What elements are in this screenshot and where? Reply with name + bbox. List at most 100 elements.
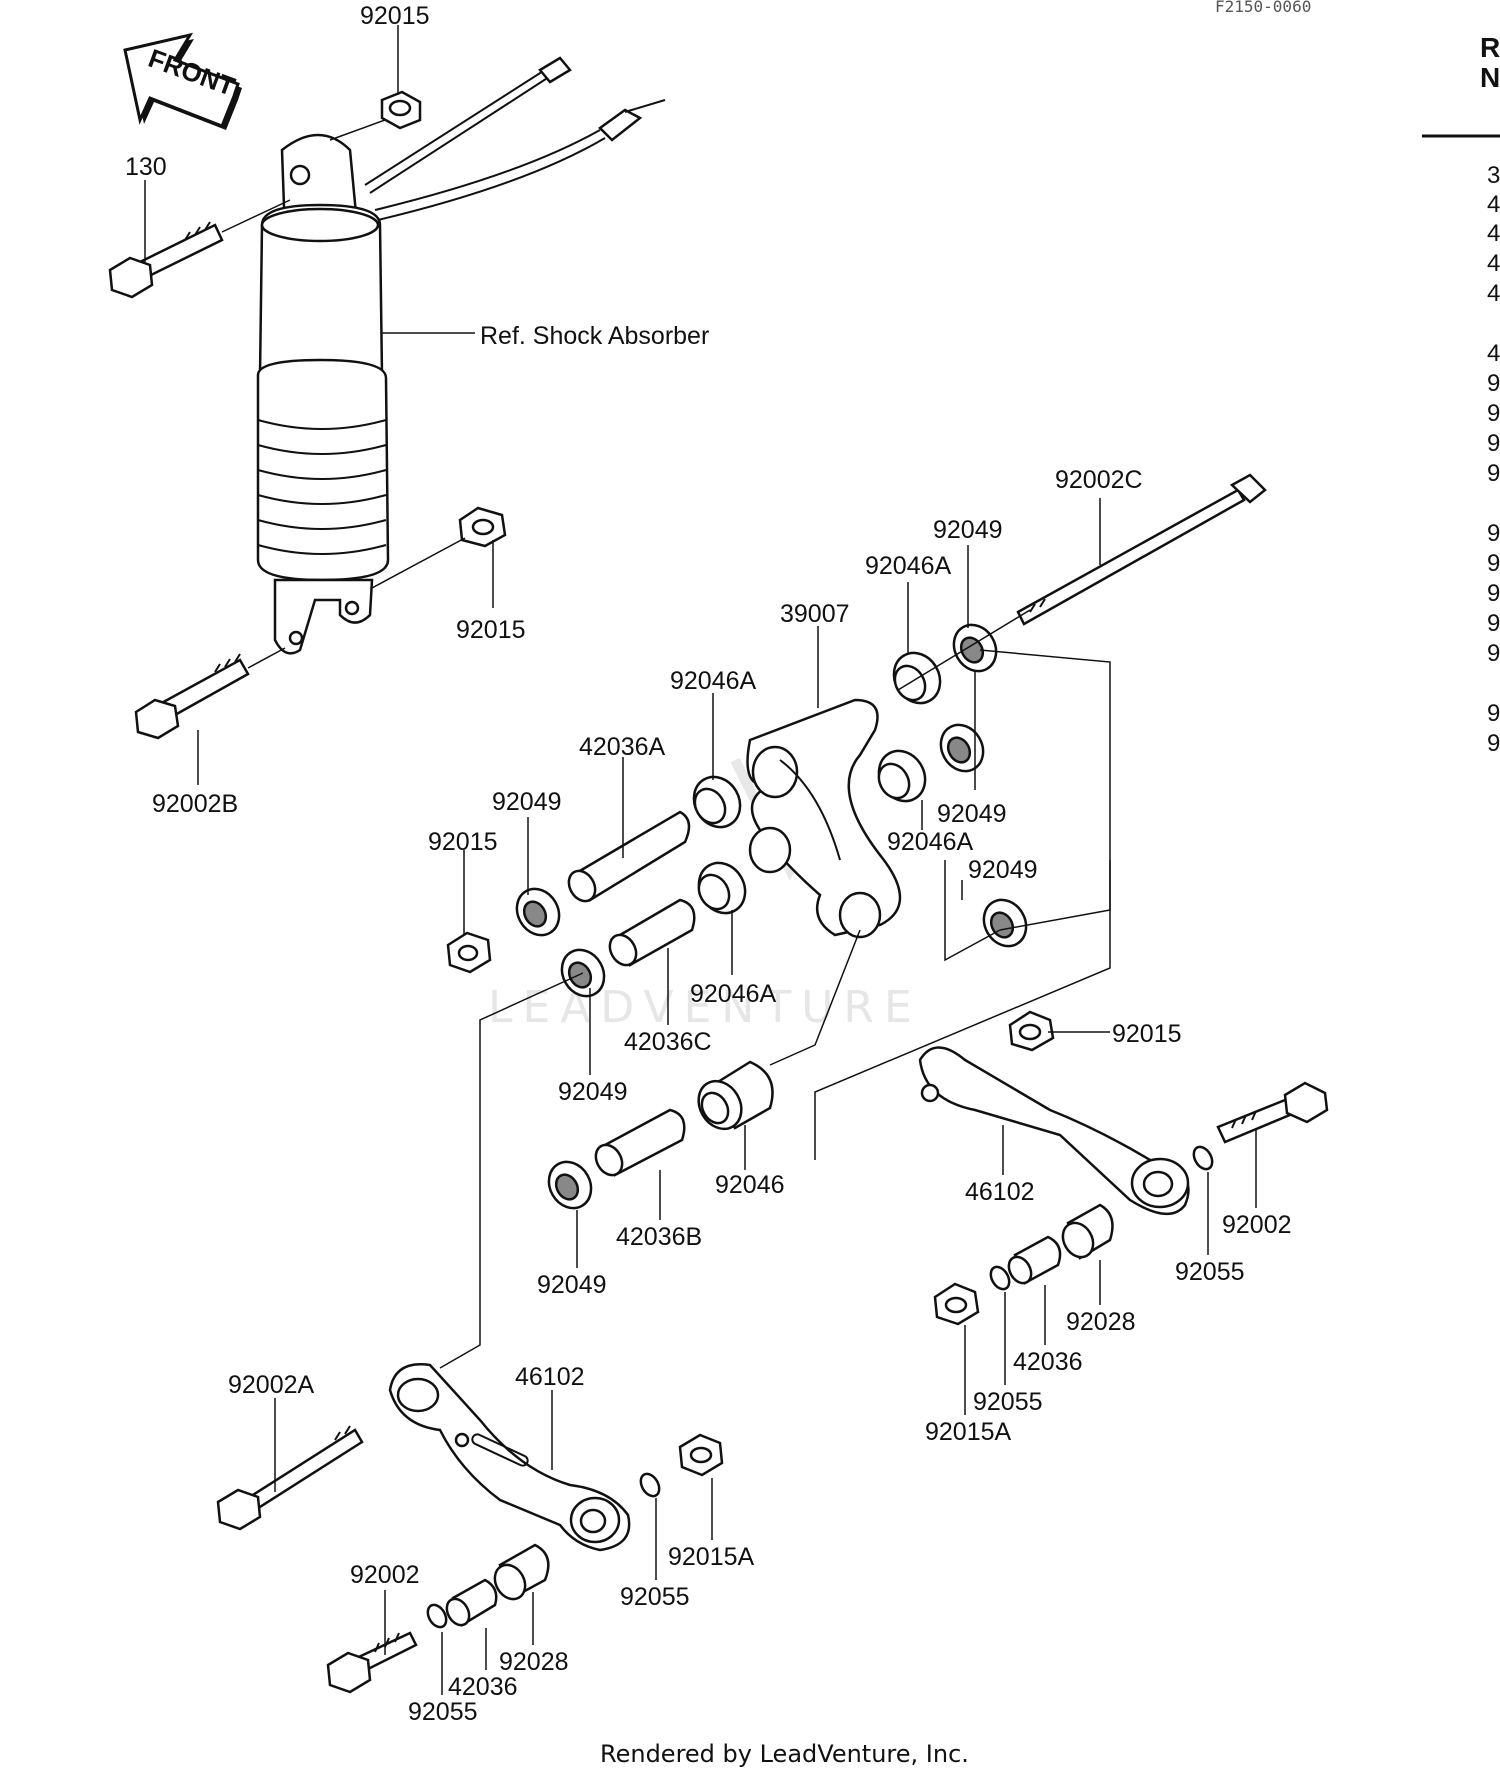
callout-92046A: 92046A xyxy=(887,828,974,856)
table-row: 9 xyxy=(1487,520,1500,547)
callout-92046A: 92046A xyxy=(690,980,777,1008)
table-row: 9 xyxy=(1487,640,1500,667)
callout-92015: 92015 xyxy=(360,2,430,30)
table-row: 3 xyxy=(1487,162,1500,189)
callout-42036B: 42036B xyxy=(616,1223,702,1251)
callout-92015: 92015 xyxy=(456,616,526,644)
diagram-code: F2150-0060 xyxy=(1215,0,1311,16)
o-ring-92055-right-lower xyxy=(989,1265,1011,1291)
callout-46102: 46102 xyxy=(515,1363,585,1391)
table-row: 9 xyxy=(1487,700,1500,727)
nut-92015A-left xyxy=(678,1433,724,1477)
callout-92002A: 92002A xyxy=(228,1371,315,1399)
shock-absorber xyxy=(256,56,666,655)
seal-92049-mid-right xyxy=(939,723,985,773)
callout-92046A: 92046A xyxy=(670,667,757,695)
table-row: 4 xyxy=(1487,280,1500,307)
bushing-92028-left xyxy=(493,1543,550,1601)
seal-92049-lower-right xyxy=(982,898,1028,948)
collar-42036-right xyxy=(1007,1235,1062,1285)
table-row: 9 xyxy=(1487,370,1500,397)
table-row: 9 xyxy=(1487,610,1500,637)
callout-92028: 92028 xyxy=(1066,1308,1136,1336)
callout-130: 130 xyxy=(125,153,167,181)
table-row: 9 xyxy=(1487,550,1500,577)
footer-credit: Rendered by LeadVenture, Inc. xyxy=(600,1740,969,1768)
collar-42036A xyxy=(567,810,691,903)
callout-92015: 92015 xyxy=(428,828,498,856)
table-row: 9 xyxy=(1487,460,1500,487)
callout-92049: 92049 xyxy=(937,800,1007,828)
bolt-92002-left xyxy=(326,1631,418,1694)
table-row: 4 xyxy=(1487,191,1500,218)
leader-lines xyxy=(144,25,1257,1695)
front-arrow-icon: FRONT xyxy=(123,32,242,130)
callout-92002: 92002 xyxy=(350,1561,420,1589)
callout-92049: 92049 xyxy=(968,856,1038,884)
nut-92015-left xyxy=(446,931,492,974)
callout-92055: 92055 xyxy=(408,1698,478,1726)
callout-92015A: 92015A xyxy=(925,1418,1012,1446)
collar-42036C xyxy=(608,898,696,967)
bearing-92046A-lower xyxy=(697,861,747,915)
callout-92002C: 92002C xyxy=(1055,466,1143,494)
nut-92015A-right xyxy=(933,1282,980,1326)
table-header-line2: N xyxy=(1480,62,1500,93)
assembly-guide-lines xyxy=(439,609,1111,1369)
reference-table: R N 3 4 4 4 4 4 9 9 9 9 9 9 9 9 9 9 9 xyxy=(1422,32,1500,757)
callout-46102: 46102 xyxy=(965,1178,1035,1206)
collar-42036-left xyxy=(445,1578,498,1627)
table-row: 4 xyxy=(1487,250,1500,277)
link-arm-46102-lower xyxy=(388,1363,631,1552)
callout-92055: 92055 xyxy=(1175,1258,1245,1286)
callout-92046A: 92046A xyxy=(865,552,952,580)
callout-92046: 92046 xyxy=(715,1171,785,1199)
bolt-92002-right xyxy=(1216,1081,1329,1144)
bearing-92046A-right xyxy=(877,749,927,803)
o-ring-92055-left-lower xyxy=(426,1603,448,1629)
callout-92055: 92055 xyxy=(620,1583,690,1611)
bolt-92002A xyxy=(216,1425,364,1531)
callout-92049: 92049 xyxy=(492,788,562,816)
callout-92028: 92028 xyxy=(499,1648,569,1676)
callout-42036A: 42036A xyxy=(579,733,666,761)
o-ring-92055-right xyxy=(1192,1145,1214,1171)
collar-42036B xyxy=(594,1108,686,1177)
bolt-92002B xyxy=(134,653,250,740)
callout-92015A: 92015A xyxy=(668,1543,755,1571)
bearing-92046 xyxy=(697,1060,774,1131)
callout-92002: 92002 xyxy=(1222,1211,1292,1239)
o-ring-92055-left xyxy=(639,1472,661,1498)
bushing-92028-right xyxy=(1061,1203,1114,1260)
callout-92015: 92015 xyxy=(1112,1020,1182,1048)
callout-92049: 92049 xyxy=(933,516,1003,544)
ref-shock-absorber-label: Ref. Shock Absorber xyxy=(480,322,709,350)
callout-42036: 42036 xyxy=(1013,1348,1083,1376)
callout-39007: 39007 xyxy=(780,600,850,628)
callout-92002B: 92002B xyxy=(152,790,238,818)
seal-92049-left xyxy=(515,887,561,937)
table-row: 9 xyxy=(1487,730,1500,757)
link-arm-46102-upper xyxy=(918,1046,1190,1216)
link-plate-39007 xyxy=(746,698,902,939)
callout-labels: 92015 130 Ref. Shock Absorber 92015 9200… xyxy=(125,2,1292,1726)
seal-92049-bottom xyxy=(547,1160,593,1210)
nut-92015-mid xyxy=(458,506,507,548)
table-row: 4 xyxy=(1487,220,1500,247)
bolt-92002C xyxy=(1016,473,1267,626)
seal-92049-top-right xyxy=(952,623,998,673)
table-row: 4 xyxy=(1487,340,1500,367)
watermark-text: LEADVENTURE xyxy=(488,982,922,1033)
callout-92055: 92055 xyxy=(973,1388,1043,1416)
callout-92049: 92049 xyxy=(537,1271,607,1299)
bearing-92046A-left xyxy=(692,775,742,829)
table-header-line1: R xyxy=(1480,32,1500,63)
nut-92015-right xyxy=(1008,1010,1055,1052)
table-row: 9 xyxy=(1487,580,1500,607)
callout-42036: 42036 xyxy=(448,1673,518,1701)
table-row: 9 xyxy=(1487,400,1500,427)
callout-42036C: 42036C xyxy=(624,1028,712,1056)
table-row: 9 xyxy=(1487,430,1500,457)
callout-92049: 92049 xyxy=(558,1078,628,1106)
